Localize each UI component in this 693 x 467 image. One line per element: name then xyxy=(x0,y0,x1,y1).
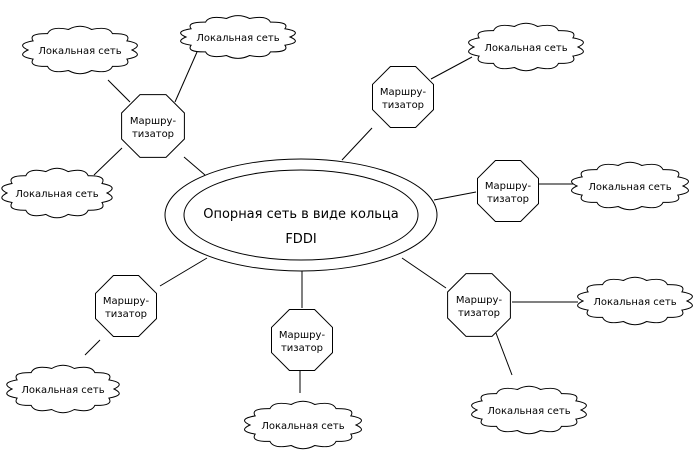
link-router-top-right-lan xyxy=(430,56,473,80)
lan-label: Локальная сеть xyxy=(38,46,121,57)
routers: Маршру-тизаторМаршру-тизаторМаршру-тизат… xyxy=(95,66,539,371)
ring-label-line2: FDDI xyxy=(285,232,316,247)
router-label-top: Маршру- xyxy=(103,296,150,307)
router-label-top: Маршру- xyxy=(279,330,326,341)
cloud-outline xyxy=(22,25,138,75)
lan-label: Локальная сеть xyxy=(261,421,344,432)
lan-cloud-4: Локальная сеть xyxy=(1,167,113,219)
lan-cloud-7: Локальная сеть xyxy=(6,364,120,414)
lan-label: Локальная сеть xyxy=(487,406,570,417)
router-label-top: Маршру- xyxy=(130,116,177,127)
router-label-top: Маршру- xyxy=(456,295,503,306)
connector-lines xyxy=(84,51,578,393)
link-router-bottom-right-lan-b xyxy=(495,332,513,376)
router-label-bottom: тизатор xyxy=(458,308,500,319)
cloud-outline xyxy=(471,385,587,435)
lan-cloud-1: Локальная сеть xyxy=(22,25,138,75)
ring-inner xyxy=(183,169,419,261)
lan-label: Локальная сеть xyxy=(588,182,671,193)
link-ring-router-top-left xyxy=(183,156,206,176)
link-router-top-left-lan-b xyxy=(174,51,198,103)
router-label-bottom: тизатор xyxy=(382,100,424,111)
fddi-ring: Опорная сеть в виде кольца FDDI xyxy=(164,158,438,272)
lan-label: Локальная сеть xyxy=(593,297,676,308)
cloud-outline xyxy=(6,364,120,414)
lan-cloud-2: Локальная сеть xyxy=(180,15,296,59)
link-ring-router-bottom-right xyxy=(401,257,447,289)
lan-cloud-3: Локальная сеть xyxy=(468,22,584,72)
router-right: Маршру-тизатор xyxy=(477,160,539,222)
router-top-left: Маршру-тизатор xyxy=(121,94,185,158)
lan-cloud-6: Локальная сеть xyxy=(577,276,693,326)
lan-label: Локальная сеть xyxy=(21,385,104,396)
router-octagon xyxy=(447,273,511,337)
router-label-bottom: тизатор xyxy=(132,129,174,140)
router-label-top: Маршру- xyxy=(380,87,427,98)
cloud-outline xyxy=(571,161,689,211)
link-router-top-left-lan-c xyxy=(93,147,123,176)
router-label-bottom: тизатор xyxy=(487,194,529,205)
router-bottom-left: Маршру-тизатор xyxy=(95,275,157,337)
router-octagon xyxy=(477,160,539,222)
router-bottom-right: Маршру-тизатор xyxy=(447,273,511,337)
router-bottom-center: Маршру-тизатор xyxy=(271,309,333,371)
router-octagon xyxy=(372,66,434,128)
router-label-bottom: тизатор xyxy=(281,343,323,354)
lan-cloud-9: Локальная сеть xyxy=(244,400,362,450)
lan-label: Локальная сеть xyxy=(484,43,567,54)
cloud-outline xyxy=(1,167,113,219)
router-label-bottom: тизатор xyxy=(105,309,147,320)
link-ring-router-top-right xyxy=(341,127,373,161)
cloud-outline xyxy=(577,276,693,326)
link-ring-router-bottom-left xyxy=(159,257,208,287)
link-ring-router-right xyxy=(433,191,477,201)
lan-cloud-5: Локальная сеть xyxy=(571,161,689,211)
link-router-top-left-lan-a xyxy=(107,79,131,103)
router-octagon xyxy=(271,309,333,371)
router-top-right: Маршру-тизатор xyxy=(372,66,434,128)
router-octagon xyxy=(121,94,185,158)
lan-label: Локальная сеть xyxy=(15,189,98,200)
link-router-bottom-left-lan xyxy=(84,339,101,356)
lan-cloud-8: Локальная сеть xyxy=(471,385,587,435)
cloud-outline xyxy=(244,400,362,450)
router-label-top: Маршру- xyxy=(485,181,532,192)
cloud-outline xyxy=(180,15,296,59)
router-octagon xyxy=(95,275,157,337)
cloud-outline xyxy=(468,22,584,72)
ring-label-line1: Опорная сеть в виде кольца xyxy=(203,207,398,222)
lan-label: Локальная сеть xyxy=(196,33,279,44)
